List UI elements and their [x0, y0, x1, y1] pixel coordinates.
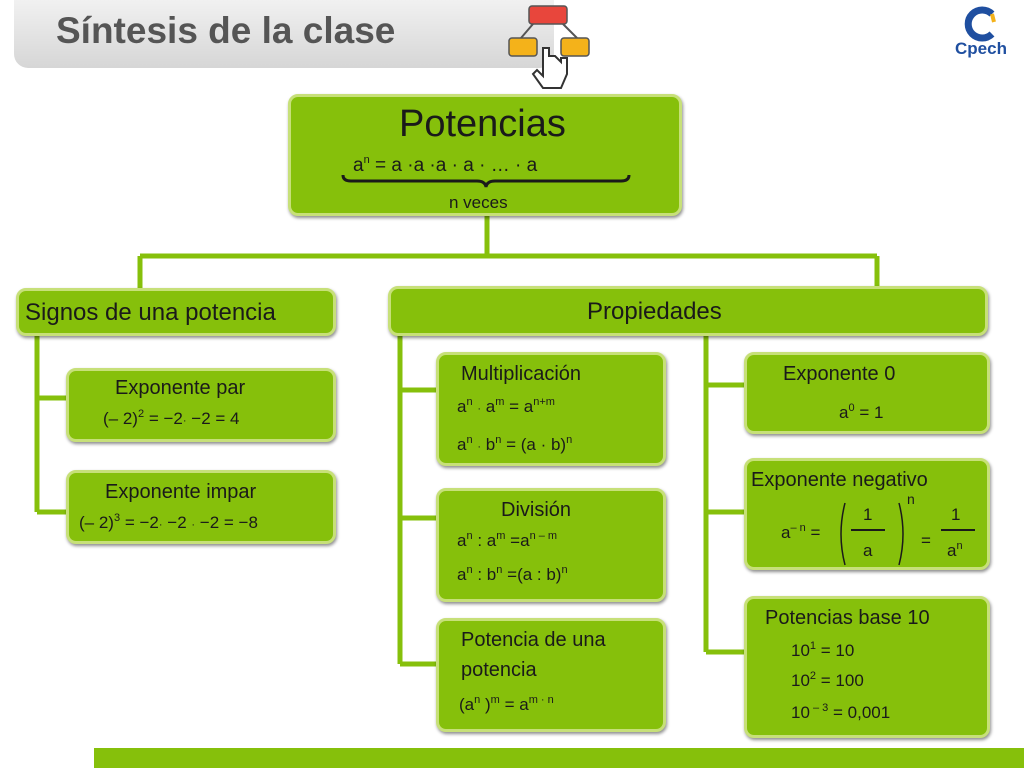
- root-formula: an = a ·a ·a · a · … · a: [353, 154, 538, 176]
- division-formula-2: an : bn =(a : b)n: [457, 564, 568, 584]
- brace-icon: [341, 174, 631, 188]
- potencia-de-potencia-formula: (an )m = am · n: [459, 694, 554, 714]
- parenthesis-icon: [840, 502, 904, 566]
- multiplicacion-formula-1: an · am = an+m: [457, 396, 555, 416]
- fraction2-line: [941, 529, 975, 531]
- root-title: Potencias: [399, 103, 566, 145]
- outer-exponent: n: [907, 491, 915, 507]
- propiedades-title: Propiedades: [587, 298, 722, 325]
- exponente-negativo-lhs: a– n =: [781, 522, 821, 542]
- click-hand-icon: [508, 5, 590, 89]
- root-box: Potencias an = a ·a ·a · a · … · a n vec…: [288, 94, 682, 216]
- base-10-row-1: 101 = 10: [791, 640, 855, 660]
- exponente-negativo-eq2: =: [921, 531, 931, 550]
- multiplicacion-title: Multiplicación: [461, 363, 582, 385]
- multiplicacion-box: Multiplicación an · am = an+m an · bn = …: [436, 352, 666, 466]
- logo-text: Cpech: [955, 39, 1007, 58]
- fraction2-denominator: an: [947, 540, 963, 560]
- fraction-denominator: a: [863, 541, 873, 560]
- base-10-row-2: 102 = 100: [791, 670, 864, 690]
- multiplicacion-formula-2: an · bn = (a · b)n: [457, 434, 573, 454]
- exponente-par-formula: (– 2)2 = −2· −2 = 4: [103, 408, 240, 428]
- signos-box: Signos de una potencia: [16, 288, 336, 336]
- exponente-negativo-box: Exponente negativo a– n = 1 a n = 1 an: [744, 458, 990, 570]
- bottom-bar: [94, 748, 1024, 768]
- propiedades-box: Propiedades: [388, 286, 988, 336]
- potencia-de-potencia-box: Potencia de una potencia (an )m = am · n: [436, 618, 666, 732]
- page-title: Síntesis de la clase: [56, 10, 396, 51]
- potencia-de-potencia-title-1: Potencia de una: [461, 629, 606, 651]
- fraction-line: [851, 529, 885, 531]
- cpech-logo-icon: Cpech: [946, 6, 1016, 64]
- exponente-cero-formula: a0 = 1: [839, 402, 884, 422]
- base-10-title: Potencias base 10: [765, 607, 930, 629]
- potencia-de-potencia-title-2: potencia: [461, 659, 537, 681]
- signos-title: Signos de una potencia: [25, 299, 276, 326]
- base-10-row-3: 10 – 3 = 0,001: [791, 702, 891, 722]
- exponente-par-title: Exponente par: [115, 377, 246, 399]
- exponente-par-box: Exponente par (– 2)2 = −2· −2 = 4: [66, 368, 336, 442]
- exponente-impar-formula: (– 2)3 = −2· −2 · −2 = −8: [79, 512, 258, 532]
- brace-label: n veces: [449, 193, 508, 212]
- exponente-impar-box: Exponente impar (– 2)3 = −2· −2 · −2 = −…: [66, 470, 336, 544]
- title-bar: Síntesis de la clase: [14, 0, 554, 68]
- fraction2-numerator: 1: [951, 505, 961, 524]
- base-10-box: Potencias base 10 101 = 10 102 = 100 10 …: [744, 596, 990, 738]
- division-formula-1: an : am =an – m: [457, 530, 558, 550]
- exponente-impar-title: Exponente impar: [105, 481, 257, 503]
- exponente-cero-title: Exponente 0: [783, 363, 896, 385]
- division-title: División: [501, 499, 572, 521]
- fraction-numerator: 1: [863, 505, 873, 524]
- exponente-negativo-title: Exponente negativo: [751, 469, 928, 491]
- exponente-cero-box: Exponente 0 a0 = 1: [744, 352, 990, 434]
- division-box: División an : am =an – m an : bn =(a : b…: [436, 488, 666, 602]
